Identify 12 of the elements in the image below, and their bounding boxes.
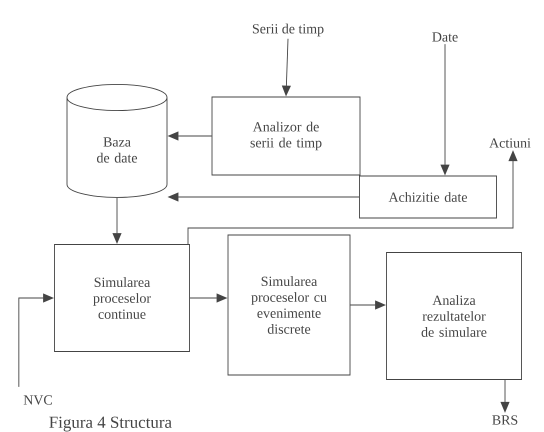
figure-caption: Figura 4 Structura bbox=[49, 416, 172, 432]
text-label: BRS bbox=[492, 415, 518, 425]
process-box: Analiza rezultatelor de simulare bbox=[386, 252, 522, 380]
process-box: Simularea proceselor continue bbox=[54, 244, 190, 352]
process-box: Simularea proceselor cu evenimente discrete bbox=[228, 234, 350, 376]
text-label: Date bbox=[432, 32, 458, 42]
process-box: Analizor de serii de timp bbox=[212, 96, 360, 176]
text-label: Actiuni bbox=[489, 138, 531, 148]
text-label: NVC bbox=[24, 395, 52, 405]
text-label: Serii de timp bbox=[252, 24, 324, 36]
process-box: Achizitie date bbox=[359, 176, 497, 218]
database-cylinder: Baza de date bbox=[66, 84, 168, 198]
